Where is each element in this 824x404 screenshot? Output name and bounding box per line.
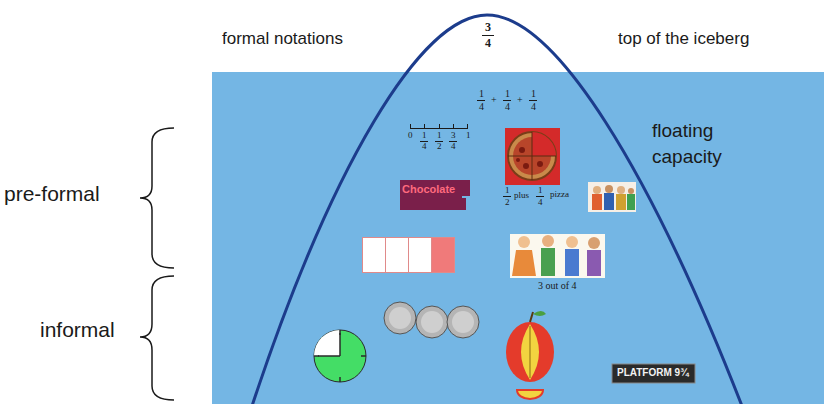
people-picture [588,182,636,212]
iceberg-label: top of the iceberg [618,30,749,49]
fraction-digit: 4 [485,37,491,50]
fraction-digit: 2 [505,198,510,208]
fraction-digit: 4 [538,198,543,208]
brackets [140,128,174,400]
pizza-picture [505,128,560,185]
fraction-digit: 3 [485,21,491,34]
children-picture [510,234,605,278]
fraction-strip [363,238,455,273]
fraction-digit: 1 [505,88,510,99]
clock-picture [314,330,366,382]
fraction-digit: 1 [538,186,543,196]
water-ground [212,72,824,404]
plus-sign: + [491,94,497,105]
number-line-tick: 1 [466,131,471,141]
level-label: informal [40,318,115,341]
apple-picture [506,311,554,399]
capacity-label: floating capacity [652,118,762,170]
iceberg-outline [252,15,742,404]
fraction-digit: 1 [422,131,427,141]
fraction-digit: 1 [479,88,484,99]
plus-sign: + [517,94,523,105]
fraction-digit: 4 [451,142,456,152]
fraction-digit: 2 [437,142,442,152]
quarter-coins [384,302,479,338]
wrapper-text: Chocolate [402,183,455,195]
fraction-digit: 4 [531,101,536,112]
fraction-digit: 1 [505,186,510,196]
formal-label: formal notations [222,30,343,49]
fraction-digit: 3 [451,131,456,141]
fraction-digit: 4 [505,101,510,112]
fraction-word: pizza [550,190,569,200]
platform-sign [612,364,695,383]
fraction-word: plus [514,191,529,201]
level-label: pre-formal [4,182,100,205]
fraction-digit: 4 [422,142,427,152]
fraction-digit: 1 [531,88,536,99]
number-line [410,124,468,129]
number-line-tick: 0 [408,131,413,141]
chocolate-bar [400,180,470,210]
fraction-digit: 1 [437,131,442,141]
sign-text: PLATFORM 9¾ [617,367,688,378]
fraction-digit: 4 [479,101,484,112]
picture-caption: 3 out of 4 [538,280,577,291]
